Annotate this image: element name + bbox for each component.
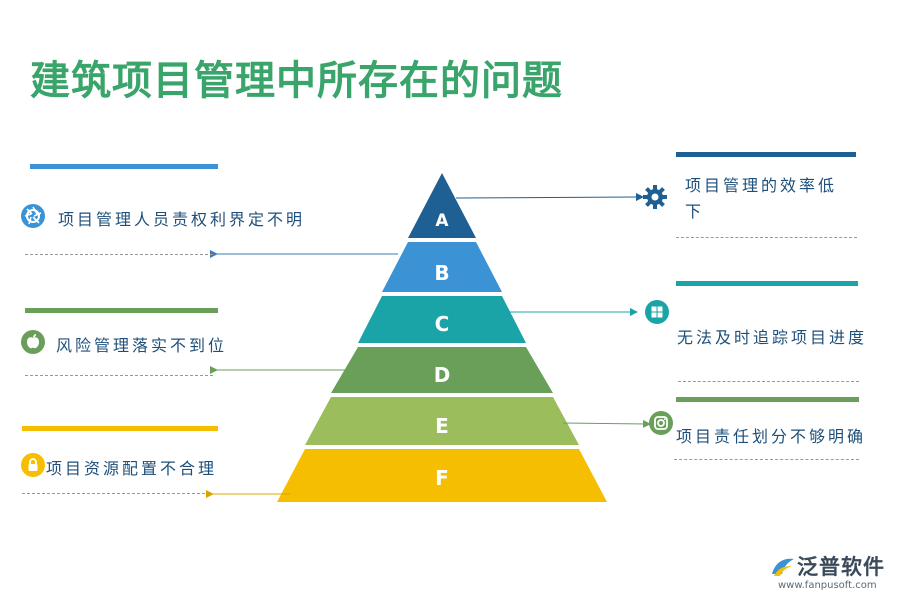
- left-bar-1: [30, 164, 218, 169]
- windows-icon: [644, 299, 670, 325]
- left-label-1: 项目管理人员责权利界定不明: [58, 210, 306, 229]
- pyramid-level-f: [277, 449, 607, 502]
- pyramid-label-f: F: [435, 466, 449, 490]
- instagram-icon: [648, 410, 674, 436]
- aperture-icon: [20, 203, 46, 229]
- pyramid-label-a: A: [435, 211, 449, 231]
- gear-icon: [642, 184, 668, 210]
- connector-e-right: [562, 419, 651, 428]
- connector-a-right: [455, 193, 644, 202]
- apple-icon: [20, 329, 46, 355]
- pyramid-label-b: B: [434, 261, 449, 285]
- right-bar-3: [676, 397, 859, 402]
- right-dash-3: [674, 459, 859, 460]
- left-bar-3: [22, 426, 218, 431]
- logo-name: 泛普软件: [797, 555, 885, 579]
- page-title: 建筑项目管理中所存在的问题: [30, 58, 563, 104]
- left-label-2: 风险管理落实不到位: [56, 336, 228, 355]
- pyramid-label-e: E: [435, 414, 449, 438]
- pyramid-label-c: C: [435, 312, 450, 336]
- pyramid-level-b: [382, 242, 502, 292]
- right-dash-1: [676, 237, 857, 238]
- pyramid-level-c: [358, 296, 526, 343]
- left-dash-3: [22, 493, 210, 494]
- left-dash-1: [25, 254, 213, 255]
- right-label-1: 项目管理的效率低下: [685, 176, 838, 221]
- right-label-3: 项目责任划分不够明确: [676, 427, 867, 446]
- left-bar-2: [25, 308, 218, 313]
- left-dash-2: [25, 375, 213, 376]
- pyramid-level-d: [331, 347, 553, 393]
- right-bar-2: [676, 281, 858, 286]
- right-dash-2: [678, 381, 859, 382]
- pyramid-level-a: [408, 173, 476, 238]
- fanpu-logo-icon: [770, 556, 796, 582]
- pyramid-label-d: D: [434, 363, 451, 387]
- right-label-2: 无法及时追踪项目进度: [677, 328, 868, 347]
- left-label-3: 项目资源配置不合理: [46, 459, 218, 478]
- lock-icon: [20, 452, 46, 478]
- right-bar-1: [676, 152, 856, 157]
- logo-url: www.fanpusoft.com: [778, 580, 877, 591]
- pyramid-level-e: [305, 397, 579, 445]
